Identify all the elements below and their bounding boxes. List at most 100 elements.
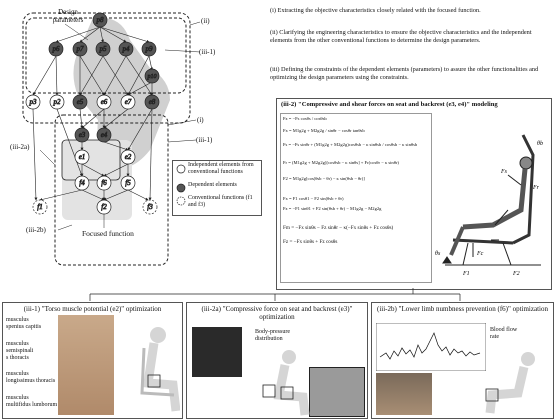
label-iii1b: (iii-1) xyxy=(196,136,213,144)
angle-ths: θs xyxy=(435,251,441,257)
equation-3: Fs = −Fs sinθr + (M1g2g + M2g2g)cosθsb −… xyxy=(283,142,418,147)
force-f1: F1 xyxy=(462,271,470,277)
svg-text:f4: f4 xyxy=(79,179,85,187)
node-p4: p4 xyxy=(118,41,134,57)
node-p2: p2 xyxy=(49,94,65,110)
svg-text:e5: e5 xyxy=(77,98,84,106)
label-iii2a: (iii-2a) xyxy=(10,143,30,151)
step-iii: (iii) Defining the constraints of the de… xyxy=(270,66,539,81)
node-p7: p7 xyxy=(72,41,88,57)
equation-2: Fx = M1g2g + M2g2g / sinθr − cosθr tanθs… xyxy=(283,128,365,133)
node-e3: e3 xyxy=(74,127,90,143)
muscle-label-1: musculus spenius capitis xyxy=(6,317,42,330)
svg-text:p9: p9 xyxy=(145,45,154,53)
node-p3: p3 xyxy=(25,94,41,110)
pressure-map-seat xyxy=(309,367,365,417)
pressure-label: Body-pressure distribution xyxy=(255,329,290,342)
blood-flow-label: Blood flow rate xyxy=(490,327,518,340)
step-i: (i) Extracting the objective characteris… xyxy=(270,7,481,14)
seat-force-diagram: Fs Fr θb θs Fc F1 F2 xyxy=(435,134,543,277)
equation-6: Fx = F1 cosθ1 − F2 sin(θsb + θr) xyxy=(283,196,344,201)
highlight-band xyxy=(73,18,170,168)
equation-5: F2 = M1g2g[cos(θsb − θr) − κ sin(θsb − θ… xyxy=(283,176,365,181)
force-fs: Fs xyxy=(500,169,508,175)
pressure-map-back xyxy=(192,327,242,377)
legend: Independent elements from conventional f… xyxy=(172,160,262,216)
seated-figure-3 xyxy=(485,352,535,414)
svg-text:p7: p7 xyxy=(76,45,85,53)
label-iii1: (iii-1) xyxy=(199,48,216,56)
equation-9: Fz = −Fx sinθs + Fz cosθs xyxy=(283,239,338,245)
label-ii: (ii) xyxy=(201,17,210,25)
svg-text:p4: p4 xyxy=(122,45,131,53)
node-f2: f2 xyxy=(96,199,112,215)
muscle-label-2: musculus semispinali s thoracis xyxy=(6,341,34,361)
box-iii2a xyxy=(61,139,121,181)
box-ii xyxy=(22,12,191,124)
node-p9: p9 xyxy=(141,41,157,57)
legend-conventional-icon xyxy=(176,196,186,206)
svg-text:e4: e4 xyxy=(101,131,108,139)
label-i: (i) xyxy=(197,116,204,124)
equation-box: Fz = −Fs cosθs / cosθsb Fx = M1g2g + M2g… xyxy=(280,113,432,283)
equation-8: Fm = −Fx sinθs − Fz sinθr − κ(−Fx sinθs … xyxy=(283,225,394,231)
panel-bloodflow: (iii-2b) "Lower limb numbness prevention… xyxy=(371,302,554,419)
node-e2: e2 xyxy=(120,149,136,165)
panel-bloodflow-title: (iii-2b) "Lower limb numbness prevention… xyxy=(377,305,548,313)
leg-photo xyxy=(376,373,432,415)
force-f2: F2 xyxy=(512,271,520,277)
node-f5: f5 xyxy=(120,175,136,191)
seated-figure-2 xyxy=(262,350,310,416)
seated-figure-1 xyxy=(140,327,180,412)
legend-independent: Independent elements from conventional f… xyxy=(188,162,254,175)
equation-1: Fz = −Fs cosθs / cosθsb xyxy=(283,116,327,121)
svg-text:p3: p3 xyxy=(29,98,38,106)
node-f6: f6 xyxy=(96,175,112,191)
blood-flow-chart xyxy=(376,323,486,371)
design-network-diagram: p8 p6 p7 p5 p4 p9 p10 p3 p2 e5 e6 e7 e8 … xyxy=(22,12,201,266)
box-i xyxy=(54,114,169,266)
step-ii: (ii) Clarifying the engineering characte… xyxy=(270,29,532,44)
modeling-title: (iii-2) "Compressive and shear forces on… xyxy=(281,101,498,108)
panel-pressure-title: (iii-2a) "Compressive force on seat and … xyxy=(201,305,353,321)
node-e7: e7 xyxy=(120,94,136,110)
svg-text:p6: p6 xyxy=(52,45,61,53)
svg-text:p2: p2 xyxy=(53,98,62,106)
svg-text:p5: p5 xyxy=(99,45,108,53)
node-e1: e1 xyxy=(74,149,90,165)
node-e5: e5 xyxy=(72,94,88,110)
svg-text:f3: f3 xyxy=(147,203,153,211)
back-photo xyxy=(58,315,114,415)
svg-text:e2: e2 xyxy=(125,153,132,161)
svg-text:f5: f5 xyxy=(125,179,131,187)
focused-function-label: Focused function xyxy=(82,229,134,238)
legend-dependent: Dependent elements xyxy=(188,182,237,188)
svg-text:f6: f6 xyxy=(101,179,107,187)
force-fc: Fc xyxy=(476,251,484,257)
svg-text:e7: e7 xyxy=(125,98,132,106)
svg-text:e6: e6 xyxy=(101,98,108,106)
svg-text:f1: f1 xyxy=(37,203,42,211)
panel-torso: (iii-1) "Torso muscle potential (e2)" op… xyxy=(2,302,183,419)
svg-text:p8: p8 xyxy=(96,16,105,24)
design-parameters-label: Design parameters xyxy=(52,8,84,24)
svg-text:f2: f2 xyxy=(101,203,107,211)
node-p5: p5 xyxy=(95,41,111,57)
node-p10: p10 xyxy=(144,68,160,84)
node-f3: f3 xyxy=(142,199,158,215)
angle-thb: θb xyxy=(537,141,543,147)
svg-text:e3: e3 xyxy=(79,131,86,139)
svg-text:e1: e1 xyxy=(79,153,86,161)
node-f1: f1 xyxy=(32,199,48,215)
legend-independent-icon xyxy=(176,164,186,174)
svg-text:e8: e8 xyxy=(149,98,156,106)
svg-text:p10: p10 xyxy=(147,74,157,80)
node-p6: p6 xyxy=(48,41,64,57)
panel-pressure: (iii-2a) "Compressive force on seat and … xyxy=(186,302,368,419)
node-e6: e6 xyxy=(96,94,112,110)
force-fr: Fr xyxy=(532,185,540,191)
node-e4: e4 xyxy=(96,127,112,143)
label-iii2b: (iii-2b) xyxy=(26,226,46,234)
modeling-panel: (iii-2) "Compressive and shear forces on… xyxy=(276,98,552,290)
node-f4: f4 xyxy=(74,175,90,191)
